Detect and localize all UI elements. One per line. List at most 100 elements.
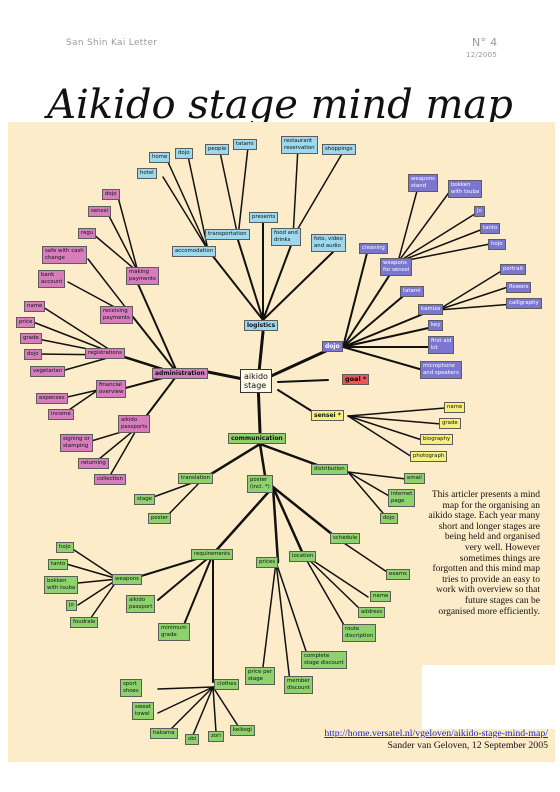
internet-page-node: internet page [388, 489, 416, 507]
distribution-dojo-node: dojo [380, 513, 398, 524]
weapons-jo-node: jo [66, 600, 77, 611]
prices-node: prices [256, 557, 279, 568]
complete-stage-discount-node: complete stage discount [301, 651, 347, 669]
income-node: income [48, 409, 74, 420]
tanto-node: tanto [480, 223, 501, 234]
price-per-stage-node: price per stage [245, 667, 276, 685]
food-drinks-node: food and drinks [271, 228, 301, 246]
administration-node: administration [152, 368, 208, 379]
newsletter-name: San Shin Kai Letter [66, 38, 158, 48]
reg-dojo-node: dojo [24, 349, 42, 360]
poster-incl-node: poster (incl. *) [247, 475, 273, 493]
accomodation-node: accomodation [172, 246, 217, 257]
restaurant-reservation-node: restaurant reservation [281, 136, 318, 154]
weapons-node: weapons [112, 574, 142, 585]
presents-node: presents [249, 212, 279, 223]
zori-node: zori [208, 731, 224, 742]
location-name-node: name [370, 591, 392, 602]
schedule-node: schedule [330, 533, 361, 544]
weapons-bokken-node: bokken with tsuba [44, 576, 79, 594]
transportation-node: transportation [205, 229, 250, 240]
financial-overview-node: financial overview [96, 380, 127, 398]
member-discount-node: member discount [284, 676, 313, 694]
collection-node: collection [94, 474, 126, 485]
issue-number: N° 4 [472, 36, 498, 49]
flowers-node: flowers [506, 282, 532, 293]
sensei-photograph-node: photograph [410, 451, 448, 462]
calligraphy-node: calligraphy [506, 298, 542, 309]
hakama-node: hakama [150, 728, 178, 739]
minimum-grade-node: minimum grade [158, 623, 190, 641]
location-node: location [289, 551, 317, 562]
foudrale-node: foudrale [70, 617, 99, 628]
email-node: email [404, 473, 425, 484]
page-title: Aikido stage mind map [47, 82, 513, 128]
kamiza-node: kamiza [418, 304, 444, 315]
dojo-tatami-node: tatami [400, 286, 424, 297]
returning-node: returning [78, 458, 109, 469]
bokken-tsuba-node: bokken with tsuba [448, 180, 483, 198]
weapons-hojo-node: hojo [56, 542, 74, 553]
dojo-node: dojo [322, 341, 343, 352]
hotel-node: hotel [137, 168, 157, 179]
description-text: This articler presents a mind map for th… [428, 490, 540, 617]
keikogi-node: keikogi [230, 725, 255, 736]
making-payments-node: making payments [126, 267, 159, 285]
cleaning-node: cleaning [359, 243, 388, 254]
aikido-passport-node: aikido passport [126, 595, 156, 613]
people-node: people [205, 144, 230, 155]
first-aid-kit-node: first aid kit [428, 336, 455, 354]
reg-price-node: price [16, 317, 36, 328]
regu-node: regu [78, 228, 97, 239]
sport-shoes-node: sport shoes [120, 679, 142, 697]
reg-name-node: name [24, 301, 46, 312]
sweat-towel-node: sweat towel [132, 702, 154, 720]
admin-sensei-node: sensei [88, 206, 112, 217]
shoppings-node: shoppings [322, 144, 356, 155]
sensei-node: sensei * [311, 410, 344, 421]
mind-map: aikido stage goal * logistics accomodati… [8, 122, 555, 762]
distribution-node: distribution [311, 464, 348, 475]
communication-node: communication [228, 433, 286, 444]
issue-date: 12/2005 [466, 51, 498, 59]
safe-cash-node: safe with cash change [42, 246, 87, 264]
receiving-payments-node: receiving payments [100, 306, 133, 324]
registrations-node: registrations [85, 348, 125, 359]
poster-node: poster [148, 513, 172, 524]
weapons-tanto-node: tanto [48, 559, 69, 570]
center-node: aikido stage [240, 369, 272, 393]
weapons-for-sensei-node: weapons for sensei [380, 258, 413, 276]
exams-node: exams [386, 569, 410, 580]
sensei-name-node: name [444, 402, 466, 413]
weapons-stand-node: weapons stand [408, 174, 438, 192]
source-link[interactable]: http://home.versatel.nl/vgeloven/aikido-… [324, 728, 548, 739]
portrait-node: portrait [500, 264, 527, 275]
reg-grade-node: grade [20, 333, 42, 344]
foto-video-node: foto, video and audio [311, 234, 346, 252]
aikido-passports-node: aikido passports [118, 415, 151, 433]
clothes-node: clothes [214, 679, 240, 690]
requirements-node: requirements [191, 549, 234, 560]
hojo-node: hojo [488, 239, 506, 250]
obi-node: obi [185, 734, 200, 745]
key-node: key [428, 320, 444, 331]
route-description-node: route discription [342, 624, 377, 642]
vegetarian-node: vegetarian [30, 366, 66, 377]
expenses-node: expenses [36, 393, 68, 404]
microphone-speakers-node: microphone and speakers [420, 361, 462, 379]
admin-dojo-node: dojo [102, 189, 120, 200]
tatami-node: tatami [233, 139, 257, 150]
description-backdrop [422, 665, 555, 729]
jo-node: jo [474, 206, 485, 217]
bank-account-node: bank account [38, 270, 66, 288]
author-credit: Sander van Geloven, 12 September 2005 [387, 740, 548, 751]
home-node: home [149, 152, 171, 163]
sensei-biography-node: biography [420, 434, 454, 445]
goal-node: goal * [342, 374, 370, 385]
translation-node: translation [178, 473, 213, 484]
logistics-node: logistics [244, 320, 279, 331]
address-node: address [358, 607, 386, 618]
stage-node: stage [134, 494, 155, 505]
sensei-grade-node: grade [439, 418, 461, 429]
logistics-dojo-node: dojo [175, 148, 193, 159]
